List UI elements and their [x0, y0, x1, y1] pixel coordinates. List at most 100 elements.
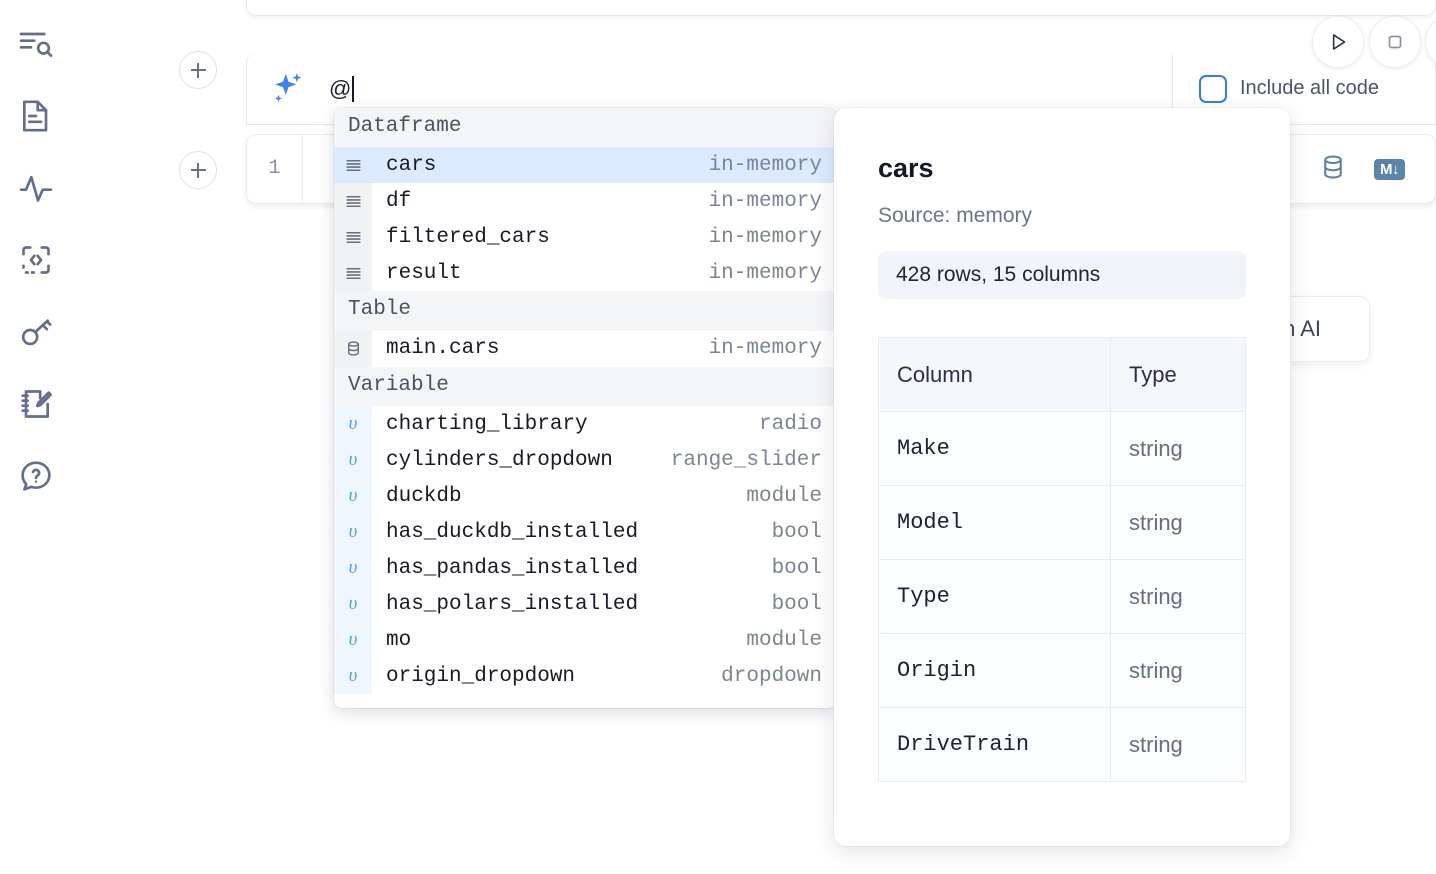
- variable-icon: υ: [334, 442, 372, 479]
- autocomplete-item-type: radio: [758, 412, 822, 436]
- details-column-name: Model: [878, 485, 1111, 561]
- add-cell-below-button[interactable]: [179, 151, 217, 189]
- help-chat-icon[interactable]: [14, 448, 58, 503]
- autocomplete-item-type: range_slider: [670, 448, 822, 472]
- ai-cell-controls: Include all code: [1173, 53, 1435, 124]
- autocomplete-item-type: module: [746, 628, 822, 652]
- stop-button[interactable]: [1369, 16, 1421, 68]
- details-column-name: Origin: [878, 633, 1111, 709]
- autocomplete-item-name: filtered_cars: [386, 225, 550, 249]
- autocomplete-item-type: bool: [771, 592, 822, 616]
- details-column-type: string: [1110, 559, 1246, 635]
- dataframe-lines-icon: [334, 147, 372, 184]
- autocomplete-item-type: in-memory: [708, 261, 822, 285]
- autocomplete-item-type: in-memory: [708, 153, 822, 177]
- variable-icon: υ: [334, 658, 372, 695]
- details-header-column: Column: [878, 337, 1111, 413]
- variable-icon: υ: [334, 622, 372, 659]
- autocomplete-group-header: Table: [334, 291, 836, 331]
- variable-icon: υ: [334, 586, 372, 623]
- dataframe-lines-icon: [334, 255, 372, 292]
- variable-icon: υ: [334, 514, 372, 551]
- details-column-name: Type: [878, 559, 1111, 635]
- details-column-type: string: [1110, 411, 1246, 487]
- details-source: Source: memory: [878, 204, 1033, 228]
- database-icon: [334, 330, 372, 367]
- details-column-type: string: [1110, 485, 1246, 561]
- text-caret: [352, 75, 355, 102]
- add-cell-above-button[interactable]: [179, 51, 217, 89]
- code-snippets-icon[interactable]: [14, 232, 58, 287]
- details-column-name: Make: [878, 411, 1111, 487]
- key-icon[interactable]: [14, 304, 58, 359]
- details-shape-badge: 428 rows, 15 columns: [878, 251, 1246, 300]
- ai-prompt-text: @: [329, 75, 355, 102]
- autocomplete-item-type: in-memory: [708, 337, 822, 361]
- autocomplete-item-name: has_polars_installed: [386, 592, 639, 616]
- autocomplete-item[interactable]: result in-memory: [334, 255, 836, 292]
- autocomplete-item-name: mo: [386, 628, 412, 652]
- left-sidebar-rail: [0, 0, 72, 874]
- autocomplete-item-name: result: [386, 261, 462, 285]
- autocomplete-item-name: has_duckdb_installed: [386, 520, 639, 544]
- autocomplete-item-name: df: [386, 189, 412, 213]
- autocomplete-item[interactable]: filtered_cars in-memory: [334, 219, 836, 256]
- autocomplete-item[interactable]: cars in-memory: [334, 147, 836, 184]
- activity-pulse-icon[interactable]: [14, 160, 58, 215]
- autocomplete-item-type: dropdown: [721, 664, 822, 688]
- document-icon[interactable]: [14, 88, 58, 143]
- details-column-type: string: [1110, 633, 1246, 709]
- autocomplete-item-type: bool: [771, 556, 822, 580]
- line-number: 1: [247, 135, 303, 203]
- autocomplete-item[interactable]: υ has_duckdb_installed bool: [334, 514, 836, 551]
- details-column-name: DriveTrain: [878, 707, 1111, 783]
- variable-icon: υ: [334, 478, 372, 515]
- autocomplete-group-header: Variable: [334, 366, 836, 407]
- autocomplete-group-header: Dataframe: [334, 108, 836, 148]
- details-panel: cars Source: memory 428 rows, 15 columns…: [834, 108, 1290, 846]
- cell-action-icons: M↓: [1318, 152, 1435, 187]
- previous-cell-panel: [246, 0, 1436, 16]
- dataframe-lines-icon: [334, 183, 372, 220]
- autocomplete-item-type: in-memory: [708, 225, 822, 249]
- ai-prompt-input[interactable]: @: [247, 53, 1173, 124]
- autocomplete-item-name: main.cars: [386, 337, 500, 361]
- autocomplete-item-name: cars: [386, 153, 437, 177]
- autocomplete-item[interactable]: υ has_pandas_installed bool: [334, 550, 836, 587]
- autocomplete-item[interactable]: main.cars in-memory: [334, 330, 836, 367]
- autocomplete-item[interactable]: υ origin_dropdown dropdown: [334, 658, 836, 695]
- autocomplete-item-type: module: [746, 484, 822, 508]
- ai-prompt-value: @: [329, 75, 352, 101]
- autocomplete-item-name: origin_dropdown: [386, 664, 576, 688]
- outline-search-icon[interactable]: [14, 16, 58, 71]
- variable-icon: υ: [334, 550, 372, 587]
- autocomplete-item[interactable]: υ has_polars_installed bool: [334, 586, 836, 623]
- dataframe-lines-icon: [334, 219, 372, 256]
- autocomplete-item[interactable]: υ cylinders_dropdown range_slider: [334, 442, 836, 479]
- include-all-code-checkbox[interactable]: [1199, 74, 1227, 103]
- autocomplete-item-name: duckdb: [386, 484, 462, 508]
- sparkles-icon: [269, 70, 307, 108]
- markdown-icon[interactable]: M↓: [1374, 158, 1405, 180]
- autocomplete-item-name: cylinders_dropdown: [386, 448, 613, 472]
- details-column-type: string: [1110, 707, 1246, 783]
- autocomplete-item-name: has_pandas_installed: [386, 556, 639, 580]
- run-button[interactable]: [1312, 16, 1364, 68]
- scratchpad-edit-icon[interactable]: [14, 376, 58, 431]
- variable-icon: υ: [334, 406, 372, 443]
- autocomplete-item-type: bool: [771, 520, 822, 544]
- include-all-code-label: Include all code: [1240, 77, 1379, 99]
- database-icon[interactable]: [1318, 152, 1348, 187]
